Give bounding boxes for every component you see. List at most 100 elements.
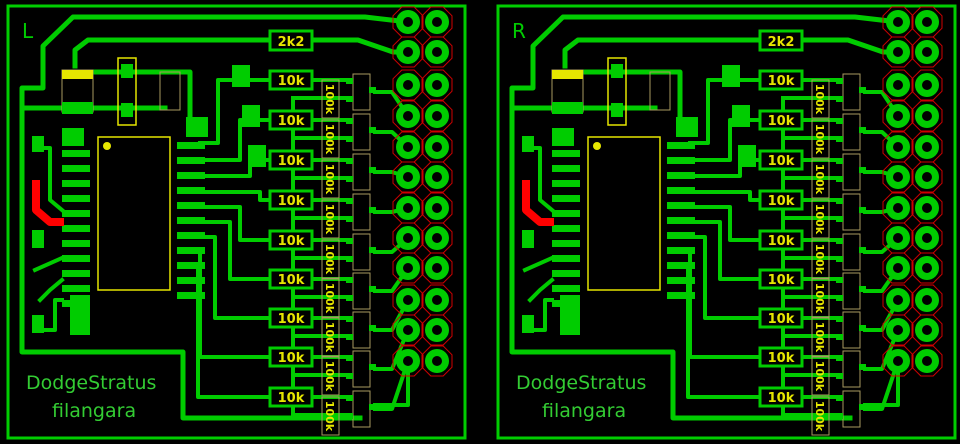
ic-pin-pad — [177, 142, 205, 149]
copper-trace — [688, 250, 762, 359]
resistor-100k — [321, 159, 340, 199]
header-pad-outline — [421, 161, 453, 193]
drill-hole — [922, 325, 932, 335]
resistor-label: 100k — [813, 401, 826, 432]
resistor-10k — [268, 268, 314, 290]
header-pad-outline — [392, 36, 424, 68]
resistor-100k — [321, 278, 340, 318]
diode-outline — [352, 390, 371, 428]
smd-pad — [346, 238, 353, 244]
copper-trace — [198, 205, 272, 242]
drill-hole — [403, 111, 413, 121]
resistor-10k — [758, 386, 804, 408]
copper-trace — [863, 327, 901, 371]
smd-pad — [859, 247, 866, 253]
ic-pin-pad — [667, 247, 695, 254]
header-pad-outline — [392, 252, 424, 284]
drill-hole — [893, 263, 903, 273]
drill-hole — [893, 142, 903, 152]
drill-hole — [922, 263, 932, 273]
smd-pad — [522, 136, 534, 152]
header-pad-outline — [911, 252, 943, 284]
drill-hole — [403, 295, 413, 305]
smd-pad — [836, 395, 843, 401]
diode-outline — [842, 153, 861, 191]
smd-pad — [346, 395, 353, 401]
resistor-10k — [268, 307, 314, 329]
drill-hole — [432, 233, 442, 243]
copper-trace — [72, 69, 193, 125]
resistor-label: 10k — [278, 234, 305, 249]
ic-pin-pad — [62, 210, 90, 217]
resistor-label: 100k — [813, 322, 826, 353]
board-title: DodgeStratus — [26, 372, 156, 394]
highlighted-trace — [522, 180, 554, 226]
smd-pad — [836, 256, 843, 262]
smd-pad — [836, 316, 843, 322]
resistor-10k — [268, 149, 314, 171]
smd-pad — [836, 118, 843, 124]
smd-pad — [552, 128, 574, 146]
resistor-label: 100k — [323, 124, 336, 155]
ic-pin-pad — [62, 180, 90, 187]
resistor-label: 10k — [768, 391, 795, 406]
smd-pad — [522, 315, 534, 333]
smd-pad — [346, 118, 353, 124]
drill-hole — [922, 172, 932, 182]
copper-trace — [374, 144, 406, 209]
ic-pin-pad — [177, 232, 205, 239]
resistor-label: 10k — [278, 391, 305, 406]
smd-pad — [186, 117, 208, 137]
side-label: R — [512, 19, 526, 43]
resistor-100k — [321, 79, 340, 119]
copper-trace — [373, 327, 411, 371]
resistor-label: 100k — [323, 322, 336, 353]
drill-hole — [403, 203, 413, 213]
ic-pin-pad — [667, 187, 695, 194]
ic-pin-pad — [62, 225, 90, 232]
smd-pad — [62, 102, 93, 114]
drill-hole — [922, 142, 932, 152]
ic-pin-pad — [62, 240, 90, 247]
header-pad-outline — [392, 69, 424, 101]
drill-hole — [432, 17, 442, 27]
resistor-100k — [811, 199, 830, 239]
header-pad-outline — [911, 69, 943, 101]
resistor-10k — [758, 229, 804, 251]
header-pad-outline — [911, 36, 943, 68]
ic-pin-pad — [667, 217, 695, 224]
resistor-10k — [268, 109, 314, 131]
smd-pad — [836, 158, 843, 164]
ic-pin-pad — [62, 270, 90, 277]
ic-pin-pad — [177, 247, 205, 254]
resistor-10k — [268, 386, 314, 408]
smd-pad — [346, 316, 353, 322]
ic-pin-pad — [552, 210, 580, 217]
drill-hole — [893, 325, 903, 335]
copper-trace — [864, 104, 896, 169]
copper-trace — [688, 190, 762, 202]
resistor-100k — [321, 239, 340, 279]
smd-pad — [369, 207, 376, 213]
smd-pad — [346, 78, 353, 84]
smd-pad — [859, 364, 866, 370]
drill-hole — [403, 142, 413, 152]
resistor-10k — [758, 189, 804, 211]
smd-pad — [738, 145, 756, 167]
copper-trace — [562, 69, 683, 125]
ic-pin-pad — [552, 195, 580, 202]
smd-pad — [836, 176, 843, 182]
resistor-100k — [321, 119, 340, 159]
copper-trace — [374, 262, 406, 327]
drill-hole — [922, 233, 932, 243]
resistor-label: 100k — [813, 204, 826, 235]
smd-pad — [836, 355, 843, 361]
ic-pin-pad — [552, 165, 580, 172]
smd-pad — [836, 136, 843, 142]
smd-pad — [836, 96, 843, 102]
drill-hole — [922, 295, 932, 305]
resistor-100k — [811, 396, 830, 436]
ic-pin-pad — [177, 292, 205, 299]
diode-outline — [352, 193, 371, 231]
